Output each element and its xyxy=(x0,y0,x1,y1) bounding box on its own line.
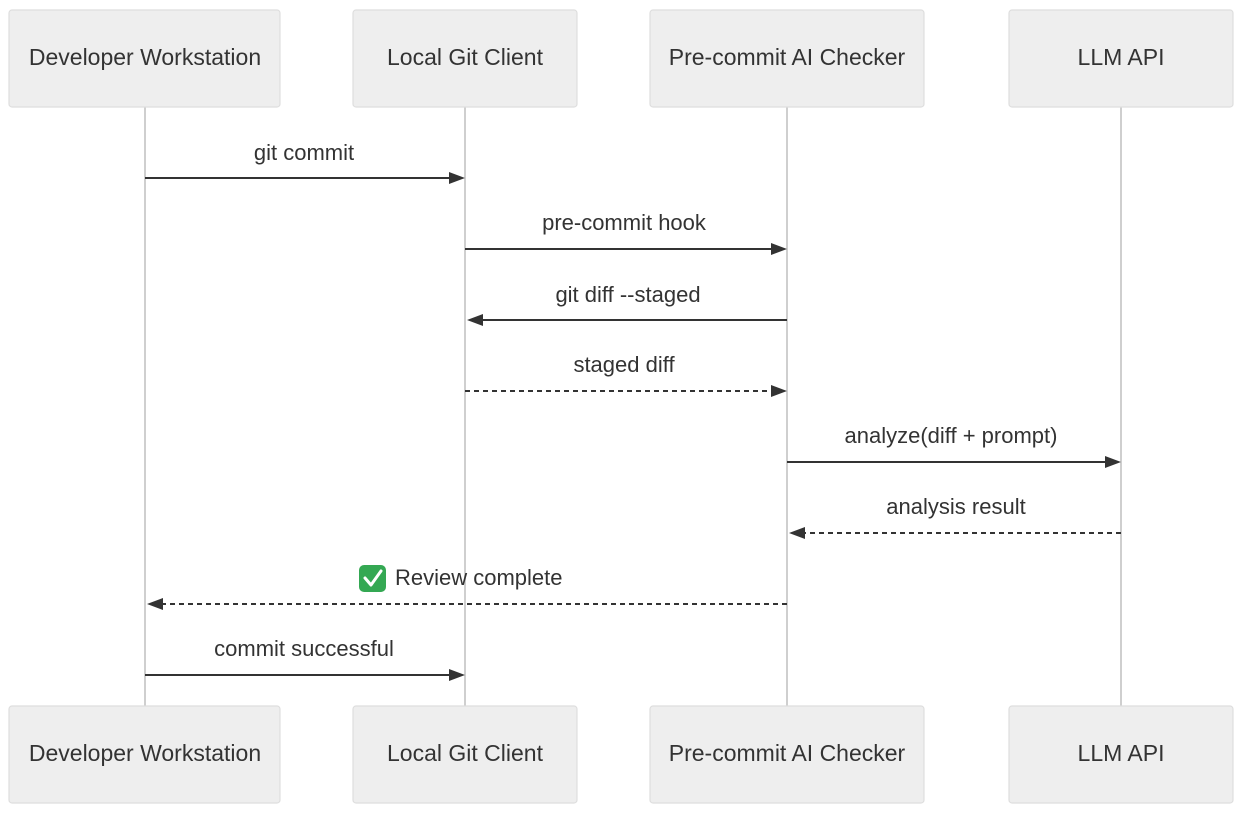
messages: git commit pre-commit hook git diff --st… xyxy=(145,140,1121,681)
participant-checker-bottom: Pre-commit AI Checker xyxy=(649,705,925,804)
message-label: Review complete xyxy=(395,565,563,590)
check-mark-icon xyxy=(359,565,386,592)
participant-git-top: Local Git Client xyxy=(352,9,578,108)
arrowhead xyxy=(147,598,163,610)
message-label: git commit xyxy=(254,140,354,165)
arrowhead xyxy=(771,385,787,397)
participant-label: LLM API xyxy=(1078,740,1165,766)
message-pre-commit-hook: pre-commit hook xyxy=(465,210,787,255)
participant-llm-bottom: LLM API xyxy=(1008,705,1234,804)
participant-label: Local Git Client xyxy=(387,44,544,70)
participant-box xyxy=(1008,705,1234,804)
participant-box xyxy=(649,9,925,108)
message-label: staged diff xyxy=(573,352,675,377)
message-commit-successful: commit successful xyxy=(145,636,465,681)
participants-bottom: Developer Workstation Local Git Client P… xyxy=(8,705,1234,804)
arrowhead xyxy=(789,527,805,539)
participant-box xyxy=(649,705,925,804)
participant-git-bottom: Local Git Client xyxy=(352,705,578,804)
arrowhead xyxy=(449,669,465,681)
participant-label: LLM API xyxy=(1078,44,1165,70)
participant-label: Developer Workstation xyxy=(29,740,261,766)
participant-label: Local Git Client xyxy=(387,740,544,766)
arrowhead xyxy=(1105,456,1121,468)
message-label: analysis result xyxy=(886,494,1025,519)
participant-label: Pre-commit AI Checker xyxy=(669,44,906,70)
participant-llm-top: LLM API xyxy=(1008,9,1234,108)
participant-box xyxy=(8,705,281,804)
arrowhead xyxy=(449,172,465,184)
message-review-complete: Review complete xyxy=(147,565,787,610)
participant-dev-bottom: Developer Workstation xyxy=(8,705,281,804)
participant-checker-top: Pre-commit AI Checker xyxy=(649,9,925,108)
message-label: commit successful xyxy=(214,636,394,661)
participant-box xyxy=(1008,9,1234,108)
participant-dev-top: Developer Workstation xyxy=(8,9,281,108)
message-label: pre-commit hook xyxy=(542,210,707,235)
message-label: git diff --staged xyxy=(555,282,700,307)
message-analyze: analyze(diff + prompt) xyxy=(787,423,1121,468)
participant-label: Pre-commit AI Checker xyxy=(669,740,906,766)
message-git-commit: git commit xyxy=(145,140,465,184)
participants-top: Developer Workstation Local Git Client P… xyxy=(8,9,1234,108)
message-staged-diff: staged diff xyxy=(465,352,787,397)
message-label: analyze(diff + prompt) xyxy=(845,423,1058,448)
participant-box xyxy=(352,9,578,108)
message-git-diff-staged: git diff --staged xyxy=(467,282,787,326)
participant-label: Developer Workstation xyxy=(29,44,261,70)
message-analysis-result: analysis result xyxy=(789,494,1121,539)
arrowhead xyxy=(467,314,483,326)
participant-box xyxy=(8,9,281,108)
participant-box xyxy=(352,705,578,804)
lifelines xyxy=(144,107,1122,707)
arrowhead xyxy=(771,243,787,255)
